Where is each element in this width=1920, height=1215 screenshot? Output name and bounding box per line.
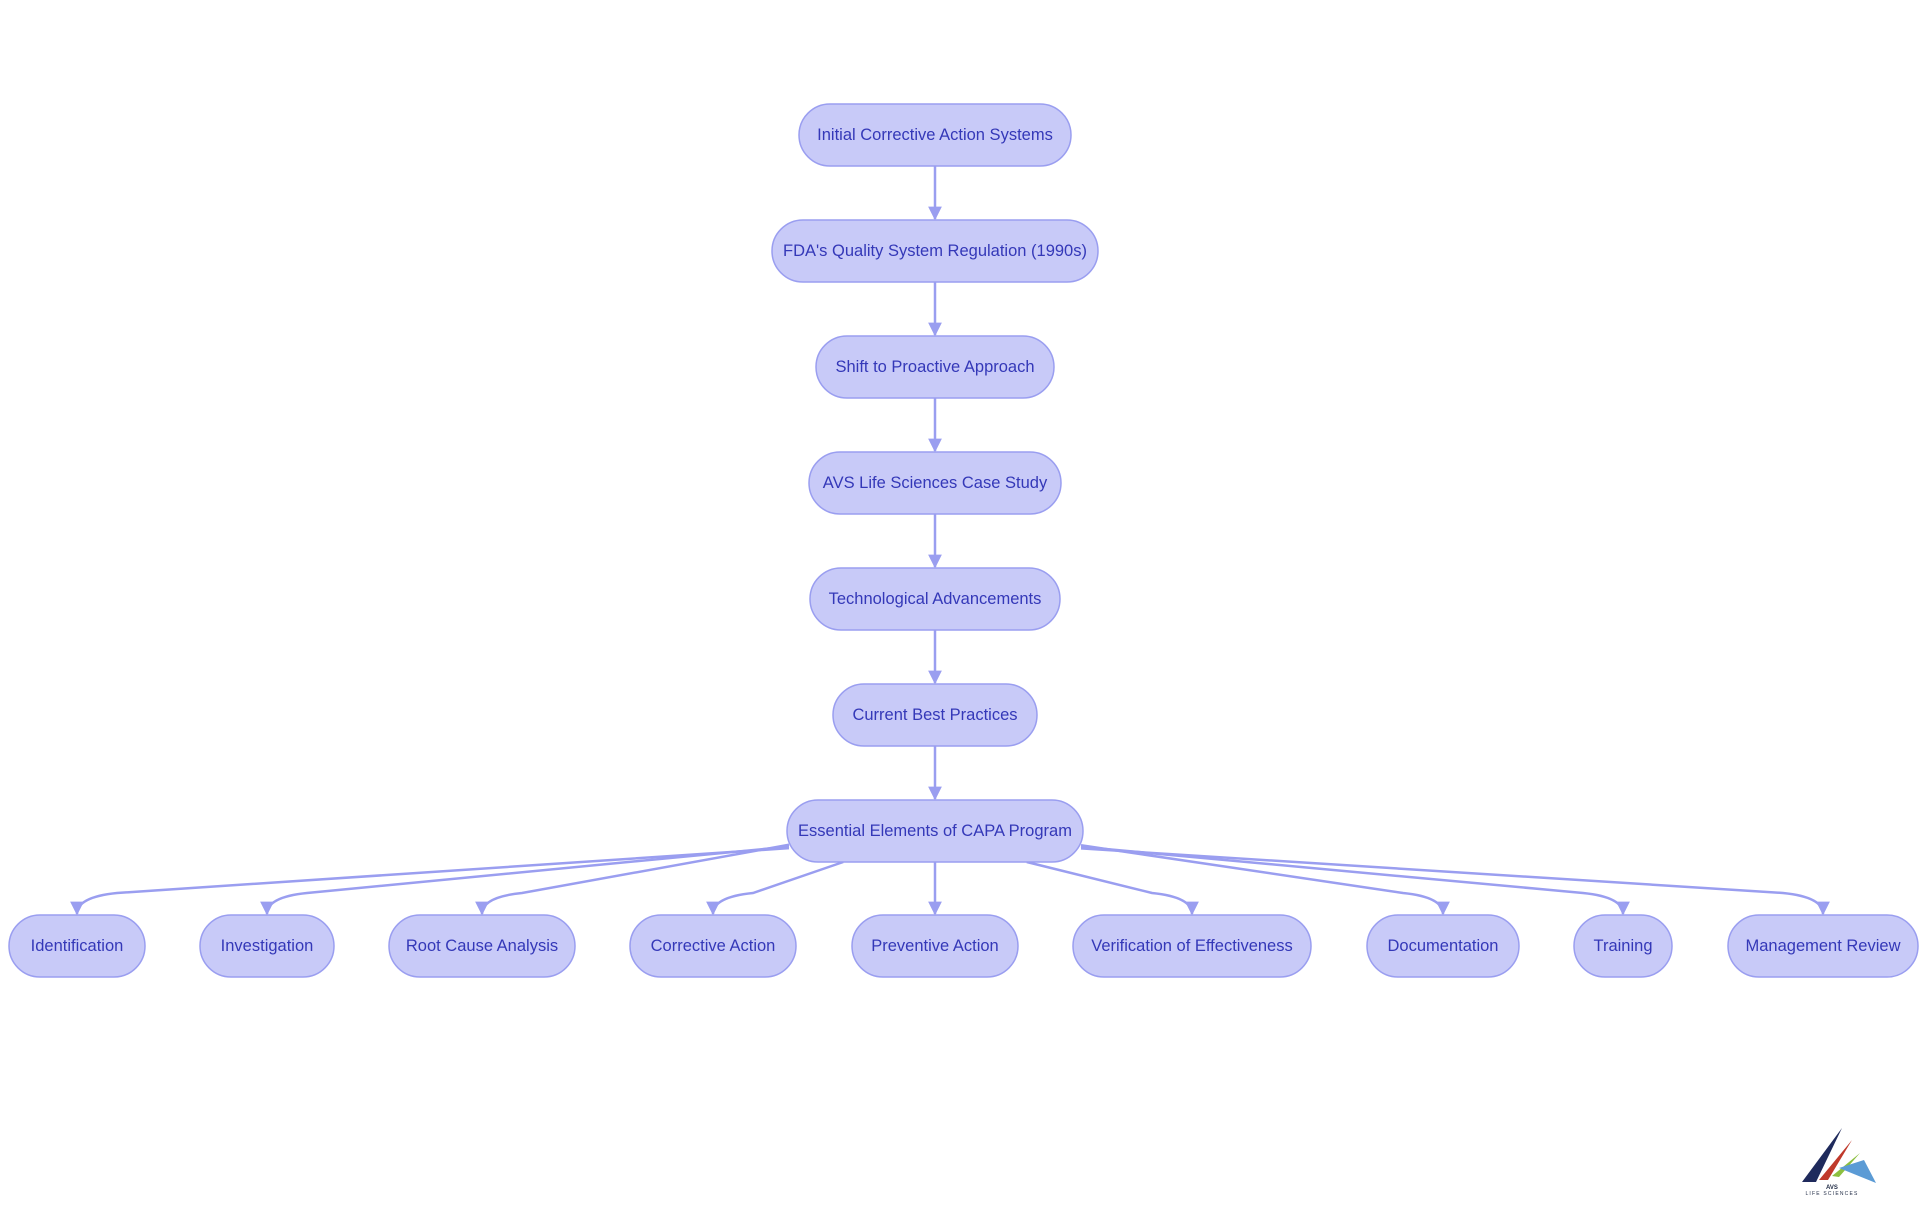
node-box-initial [798,103,1072,167]
node-fda: FDA's Quality System Regulation (1990s) [771,219,1099,283]
node-label-verification: Verification of Effectiveness [1091,937,1292,955]
node-label-corrective: Corrective Action [651,937,776,955]
node-box-investigation [199,914,335,978]
logo-stripe-navy [1802,1128,1842,1182]
edges-layer [70,166,1830,916]
node-label-best: Current Best Practices [852,706,1017,724]
node-box-avs [808,451,1062,515]
node-initial: Initial Corrective Action Systems [798,103,1072,167]
edge-essential-to-corrective [706,860,844,916]
node-box-verification [1072,914,1312,978]
node-label-identification: Identification [31,937,124,955]
node-box-management [1727,914,1919,978]
node-label-investigation: Investigation [221,937,314,955]
node-essential: Essential Elements of CAPA Program [786,799,1084,863]
node-label-tech: Technological Advancements [829,590,1042,608]
node-box-essential [786,799,1084,863]
node-documentation: Documentation [1366,914,1520,978]
logo-text-avs: AVS [1826,1185,1838,1191]
edge-essential-to-management [1080,847,1830,916]
edge-essential-to-investigation [260,845,790,916]
node-investigation: Investigation [199,914,335,978]
node-best: Current Best Practices [832,683,1038,747]
node-label-avs: AVS Life Sciences Case Study [823,474,1048,492]
edge-essential-to-training [1080,845,1630,916]
node-box-documentation [1366,914,1520,978]
node-label-essential: Essential Elements of CAPA Program [798,822,1072,840]
edge-essential-to-documentation [1080,843,1450,916]
logo-stripe-green [1832,1153,1860,1177]
node-label-rca: Root Cause Analysis [406,937,558,955]
node-tech: Technological Advancements [809,567,1061,631]
edge-essential-to-rca [475,843,790,916]
node-label-initial: Initial Corrective Action Systems [817,126,1053,144]
node-preventive: Preventive Action [851,914,1019,978]
node-label-training: Training [1594,937,1653,955]
node-avs: AVS Life Sciences Case Study [808,451,1062,515]
node-box-preventive [851,914,1019,978]
node-label-shift: Shift to Proactive Approach [835,358,1034,376]
node-box-corrective [629,914,797,978]
node-training: Training [1573,914,1673,978]
node-shift: Shift to Proactive Approach [815,335,1055,399]
node-box-fda [771,219,1099,283]
node-box-best [832,683,1038,747]
edge-essential-to-verification [1026,860,1199,916]
node-label-management: Management Review [1746,937,1901,955]
logo-stripe-blue [1839,1160,1876,1183]
avs-life-sciences-logo: AVS LIFE SCIENCES [1802,1128,1876,1197]
node-rca: Root Cause Analysis [388,914,576,978]
logo-stripe-red [1819,1140,1852,1180]
node-identification: Identification [8,914,146,978]
node-verification: Verification of Effectiveness [1072,914,1312,978]
node-box-shift [815,335,1055,399]
node-corrective: Corrective Action [629,914,797,978]
node-label-preventive: Preventive Action [871,937,999,955]
node-management: Management Review [1727,914,1919,978]
node-box-identification [8,914,146,978]
logo-text-life-sciences: LIFE SCIENCES [1805,1191,1858,1197]
edge-essential-to-identification [70,846,790,916]
node-label-documentation: Documentation [1388,937,1499,955]
node-label-fda: FDA's Quality System Regulation (1990s) [783,242,1087,260]
node-box-rca [388,914,576,978]
node-box-training [1573,914,1673,978]
node-box-tech [809,567,1061,631]
